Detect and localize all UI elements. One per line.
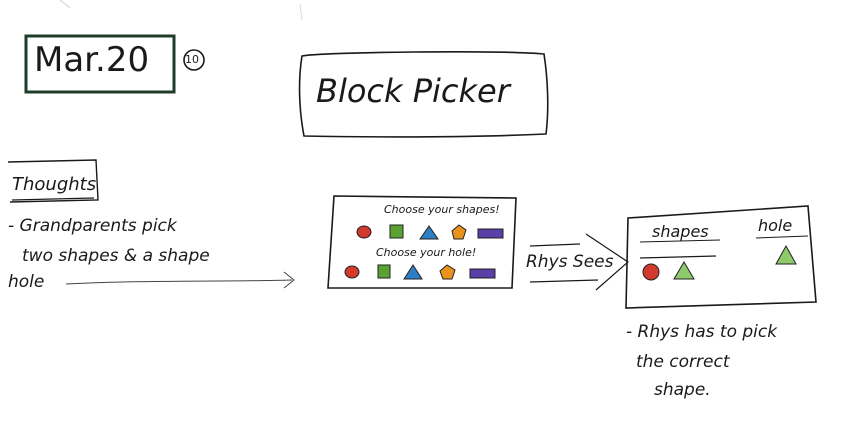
choose-hole-prompt: Choose your hole! — [376, 246, 477, 259]
thoughts-line-2: two shapes & a shape — [22, 246, 210, 266]
page-title: Block Picker — [316, 72, 510, 110]
orange-pentagon-icon — [451, 224, 467, 240]
red-circle-icon — [356, 225, 372, 239]
thoughts-heading: Thoughts — [12, 174, 97, 195]
purple-rectangle-icon — [469, 268, 496, 279]
thoughts-line-1: - Grandparents pick — [8, 216, 177, 236]
rhys-note-line-3: shape. — [654, 380, 711, 400]
red-circle-icon — [344, 265, 360, 279]
green-square-icon — [389, 224, 404, 239]
green-triangle-icon — [673, 261, 695, 280]
date-label: Mar.20 — [34, 40, 150, 80]
hole-header: hole — [758, 216, 793, 235]
red-circle-icon — [642, 263, 660, 281]
orange-pentagon-icon — [439, 264, 456, 280]
rhys-sees-label: Rhys Sees — [526, 252, 614, 272]
rhys-note-line-2: the correct — [636, 352, 730, 372]
thoughts-line-3: hole — [8, 272, 45, 292]
shapes-header: shapes — [652, 222, 709, 241]
hole-triangle-icon — [775, 244, 797, 265]
blue-triangle-icon — [419, 225, 439, 240]
green-square-icon — [377, 264, 391, 279]
page-number: 10 — [185, 53, 199, 66]
rhys-note-line-1: - Rhys has to pick — [626, 322, 778, 342]
blue-triangle-icon — [403, 264, 423, 280]
purple-rectangle-icon — [477, 228, 504, 239]
choose-shapes-prompt: Choose your shapes! — [384, 203, 500, 216]
